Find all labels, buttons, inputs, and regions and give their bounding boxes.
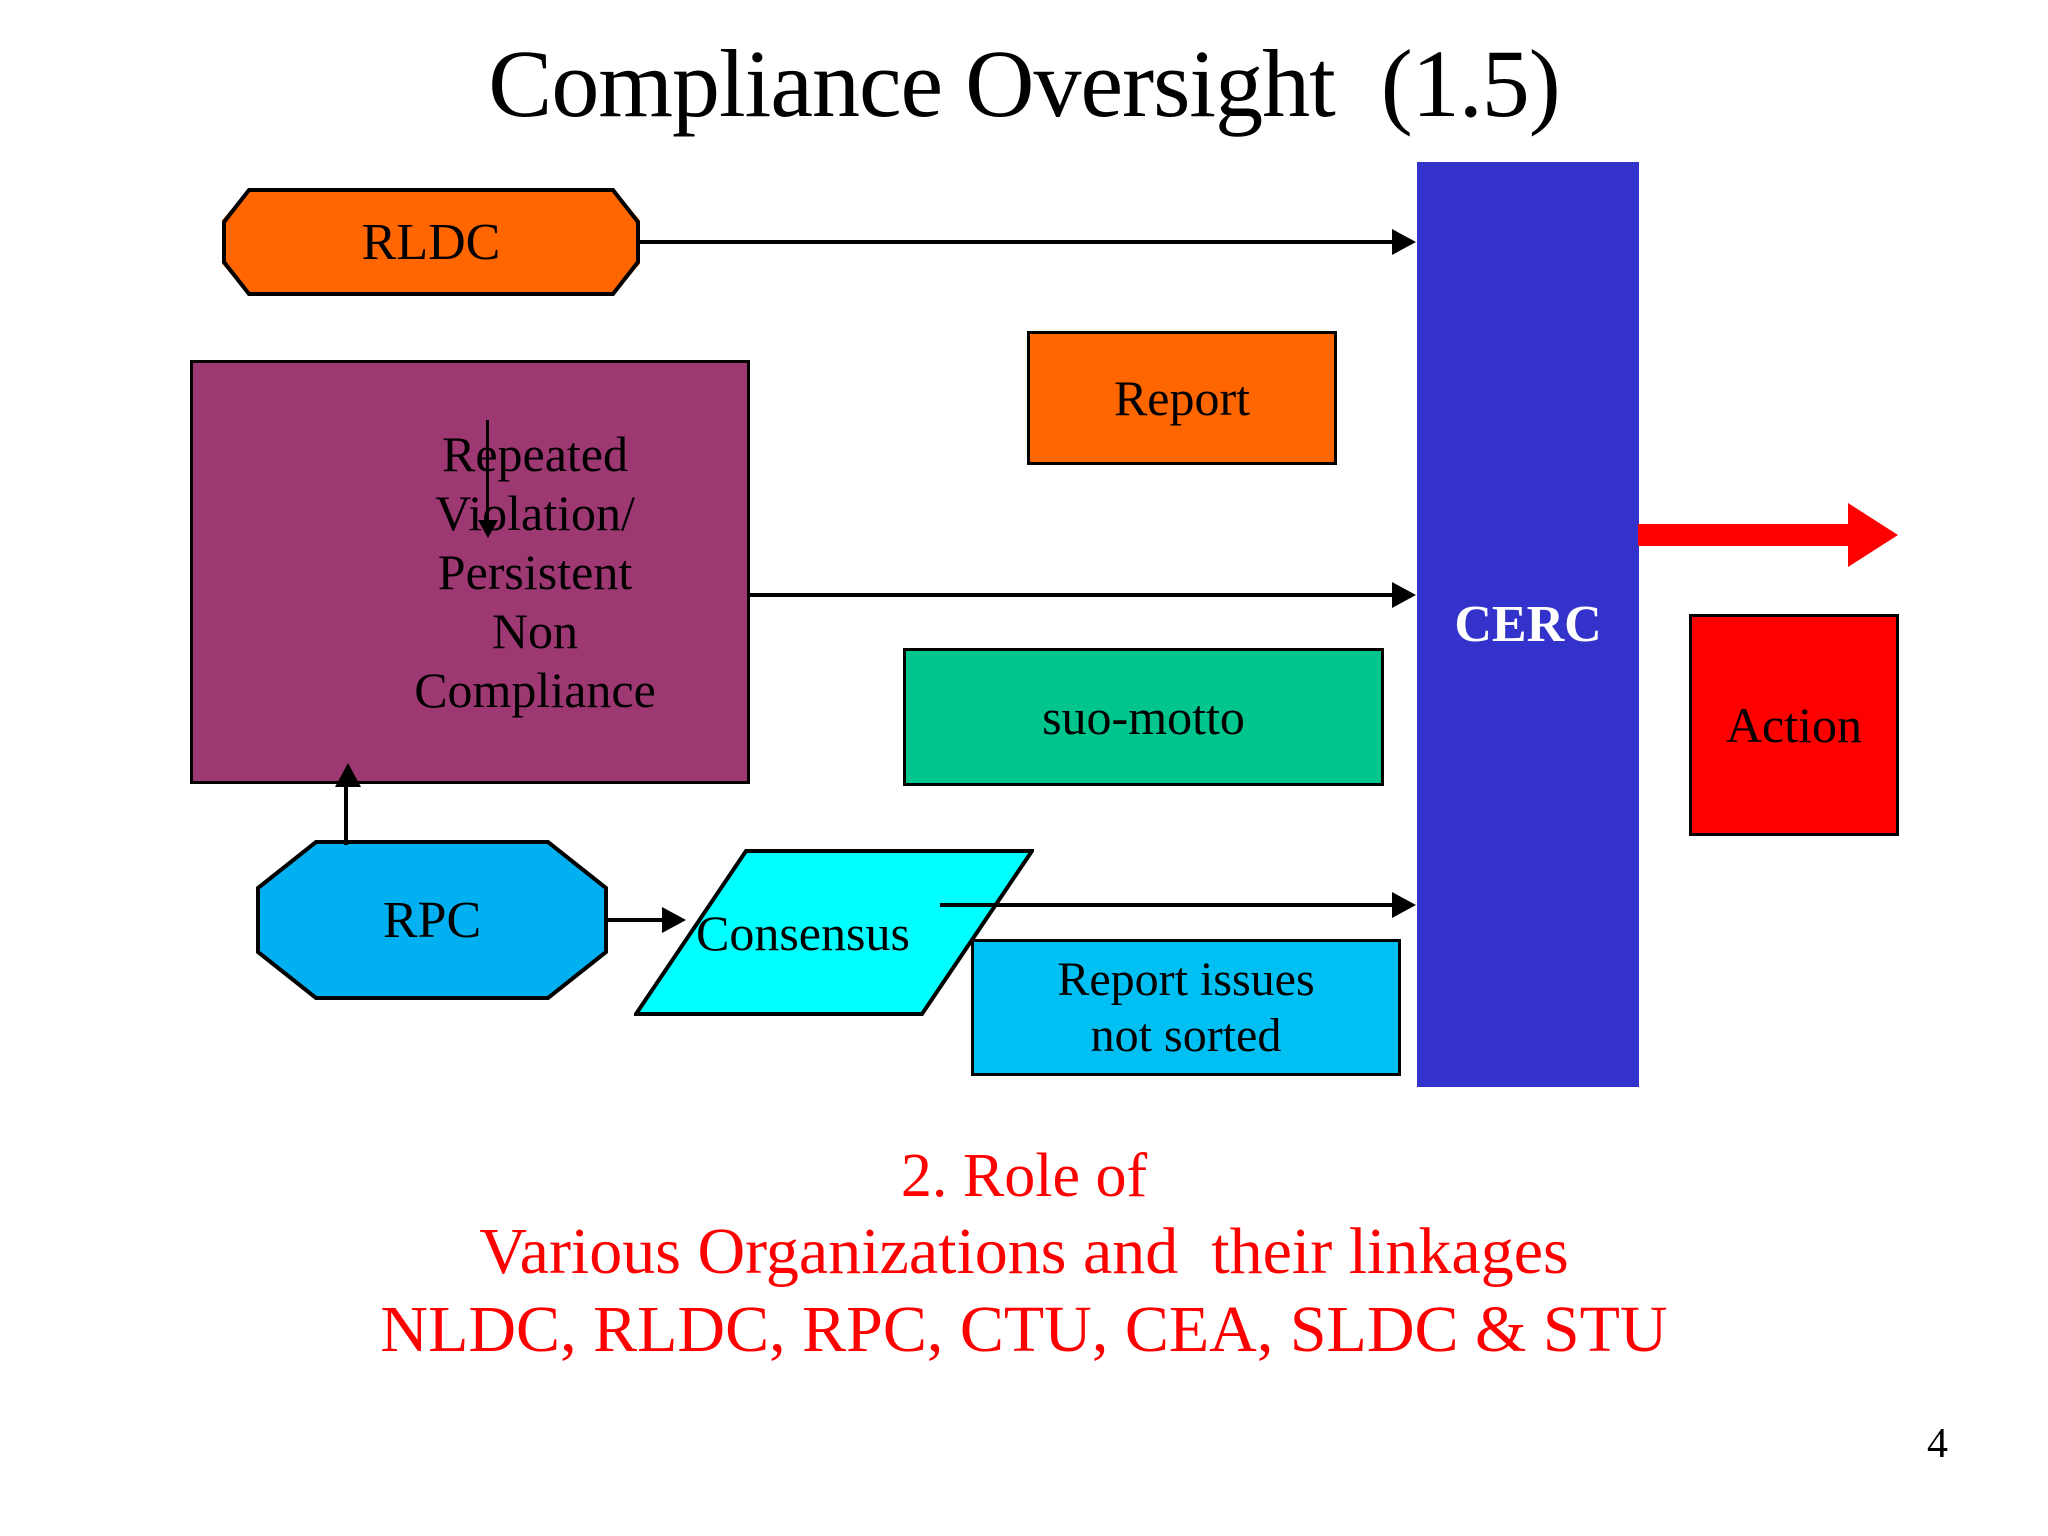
report-box[interactable]: [1027, 331, 1337, 465]
rpc-to-violation-arrow-head-icon: [335, 763, 361, 787]
page-number: 4: [1927, 1421, 1948, 1467]
rldc-shape[interactable]: [222, 188, 640, 296]
violation-to-cerc-arrow-head-icon: [1392, 582, 1416, 608]
cerc-box[interactable]: [1417, 162, 1639, 1087]
rpc-to-consensus-arrow-head-icon: [662, 907, 686, 933]
repeated-violation-box[interactable]: [190, 360, 750, 784]
page-title: Compliance Oversight (1.5): [488, 30, 1560, 137]
rpc-to-violation-arrow-shaft: [344, 785, 348, 845]
rpc-to-consensus-arrow-shaft: [608, 918, 664, 922]
consensus-outline: [634, 849, 1034, 1016]
caption-line-2: Various Organizations and their linkages: [479, 1215, 1569, 1289]
rpc-outline: [256, 840, 608, 1000]
rldc-outline: [222, 188, 640, 296]
bottom-caption: 2. Role of Various Organizations and the…: [0, 1140, 2048, 1369]
consensus-to-cerc-arrow-head-icon: [1392, 892, 1416, 918]
rldc-to-cerc-arrow-shaft: [640, 240, 1393, 244]
violation-inner-down-arrow-icon: [478, 420, 498, 538]
caption-line-1: 2. Role of: [900, 1142, 1148, 1210]
cerc-to-action-red-arrow-head-icon: [1848, 503, 1898, 567]
rpc-shape[interactable]: [256, 840, 608, 1000]
report-issues-box[interactable]: [971, 939, 1401, 1076]
caption-line-3: NLDC, RLDC, RPC, CTU, CEA, SLDC & STU: [380, 1293, 1668, 1367]
consensus-to-cerc-arrow-shaft: [940, 903, 1393, 907]
cerc-to-action-red-arrow-shaft: [1638, 524, 1853, 546]
suo-motto-box[interactable]: [903, 648, 1384, 786]
violation-to-cerc-arrow-shaft: [750, 593, 1393, 597]
action-box[interactable]: [1689, 614, 1899, 836]
rldc-to-cerc-arrow-head-icon: [1392, 229, 1416, 255]
